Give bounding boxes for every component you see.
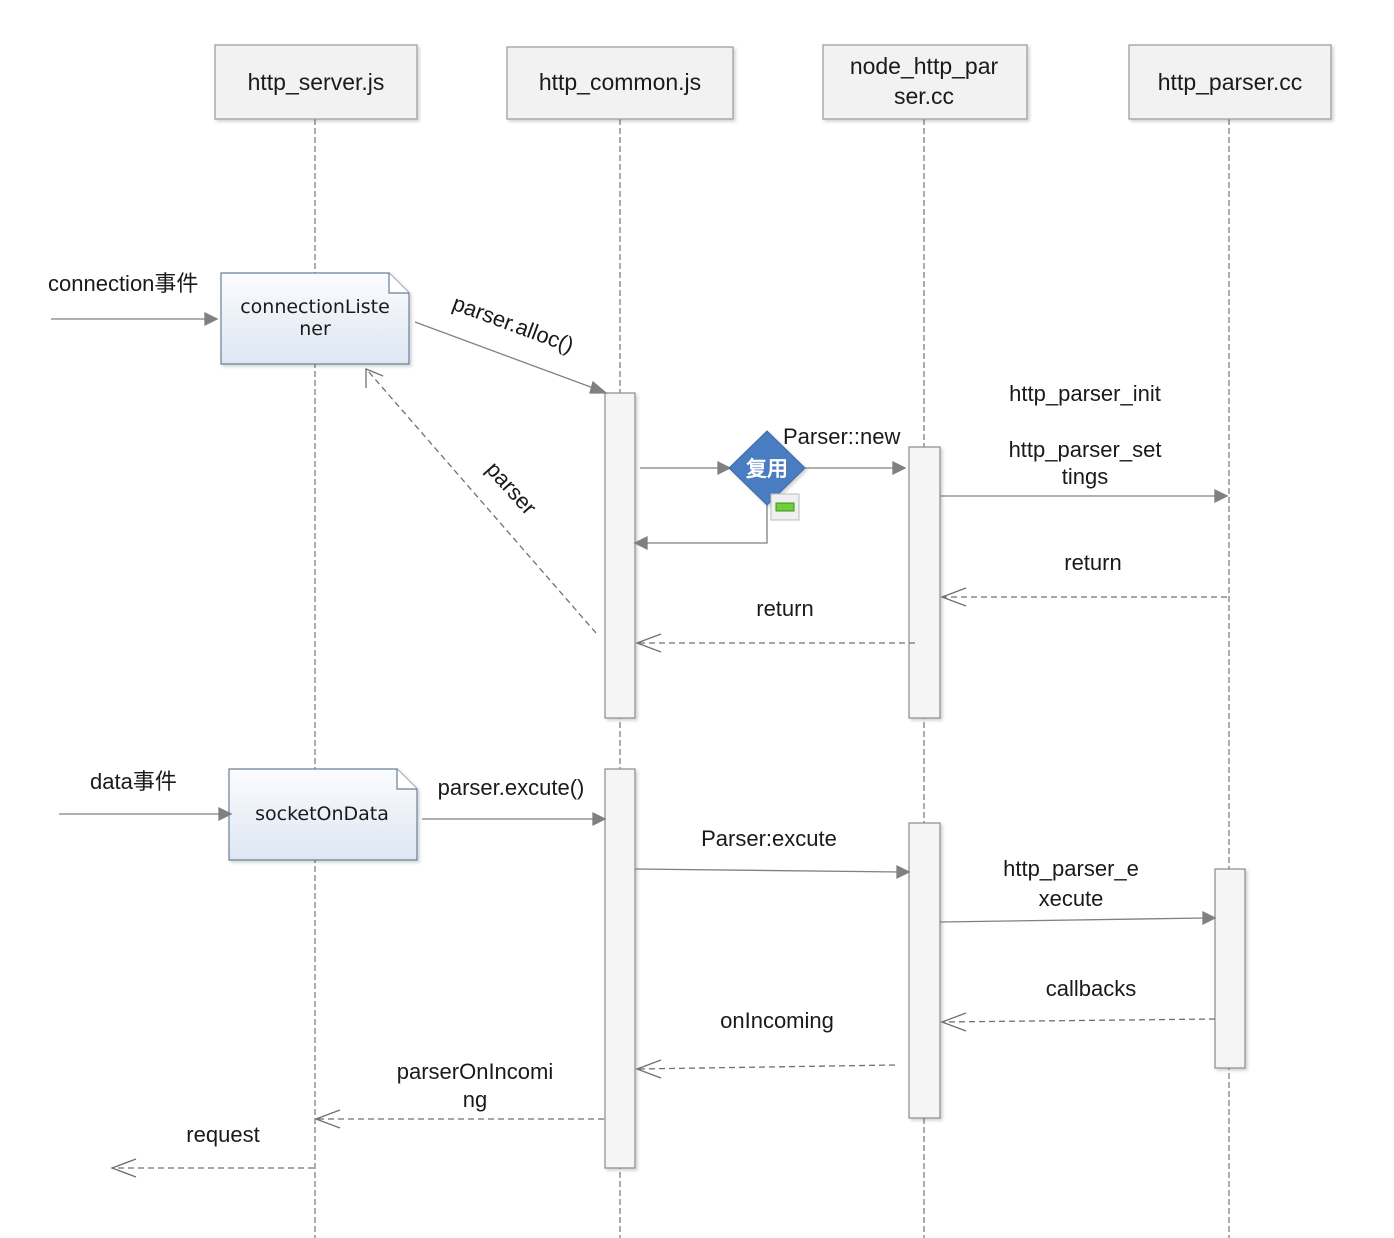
msg-http-parser-execute-line2: xecute — [1039, 886, 1104, 911]
header-common-label: http_common.js — [539, 69, 701, 95]
header-node-parser-line1: node_http_par — [850, 53, 999, 79]
arrow-http-parser-settings — [940, 488, 1229, 504]
msg-parser-return: parser — [481, 457, 541, 520]
event-data: data事件 — [90, 769, 177, 794]
activation-parser-cc[interactable] — [1214, 868, 1246, 1069]
msg-http-parser-init: http_parser_init — [1009, 381, 1161, 406]
msg-parser-alloc: parser.alloc() — [449, 290, 577, 358]
note-connection-listener-line2: ner — [299, 318, 331, 340]
decision-reuse[interactable]: 复用 — [728, 430, 806, 506]
lifeline-header-common[interactable]: http_common.js — [506, 46, 734, 120]
activation-bars — [604, 392, 1246, 1169]
msg-parser-excute-call: parser.excute() — [438, 775, 585, 800]
arrow-decision-reuse-back — [645, 505, 768, 544]
note-connection-listener-line1: connectionListe — [240, 296, 390, 318]
activation-common-2[interactable] — [604, 768, 636, 1169]
header-server-label: http_server.js — [248, 69, 385, 95]
activation-common-1[interactable] — [604, 392, 636, 719]
arrow-parser-on-incoming — [314, 1109, 604, 1129]
arrow-to-decision — [640, 460, 732, 476]
lifeline-header-parser-cc[interactable]: http_parser.cc — [1128, 44, 1332, 120]
solid-arrows — [51, 311, 1229, 926]
arrow-parser-excute-call — [422, 811, 607, 827]
arrow-parser-alloc — [414, 321, 608, 394]
msg-request: request — [186, 1122, 259, 1147]
msg-parser-excute: Parser:excute — [701, 826, 837, 851]
arrow-return-node — [635, 633, 915, 653]
note-socket-on-data[interactable]: socketOnData — [228, 768, 418, 861]
arrow-return-cc — [940, 587, 1227, 607]
msg-parser-on-incoming-line2: ng — [463, 1087, 487, 1112]
msg-on-incoming: onIncoming — [720, 1008, 834, 1033]
note-socket-on-data-label: socketOnData — [255, 803, 389, 825]
arrow-callbacks — [940, 1012, 1216, 1032]
msg-return-node: return — [756, 596, 813, 621]
lifeline-header-node-parser[interactable]: node_http_par ser.cc — [822, 44, 1028, 120]
msg-http-parser-settings-line1: http_parser_set — [1009, 437, 1162, 462]
note-connection-listener[interactable]: connectionListe ner — [220, 272, 410, 365]
arrow-request — [110, 1158, 314, 1178]
msg-callbacks: callbacks — [1046, 976, 1136, 1001]
arrow-on-incoming — [635, 1059, 896, 1079]
activation-node-parser-1[interactable] — [908, 446, 941, 719]
dashed-arrows — [110, 368, 1227, 1178]
collapse-marker-icon[interactable] — [770, 493, 800, 521]
msg-return-cc: return — [1064, 550, 1121, 575]
arrow-parser-return — [365, 368, 597, 634]
header-parser-cc-label: http_parser.cc — [1158, 69, 1302, 95]
arrowhead-decision-reuse-back — [633, 535, 648, 551]
msg-parser-on-incoming-line1: parserOnIncomi — [397, 1059, 554, 1084]
msg-http-parser-execute-line1: http_parser_e — [1003, 856, 1139, 881]
header-node-parser-line2: ser.cc — [894, 83, 954, 109]
lifeline-header-server[interactable]: http_server.js — [214, 44, 418, 120]
decision-reuse-label: 复用 — [745, 457, 788, 481]
arrow-data-event — [59, 806, 233, 822]
event-connection: connection事件 — [48, 271, 198, 296]
arrow-parser-excute — [634, 864, 911, 880]
activation-node-parser-2[interactable] — [908, 822, 941, 1119]
arrow-http-parser-execute — [939, 910, 1217, 926]
msg-parser-new: Parser::new — [783, 424, 900, 449]
msg-http-parser-settings-line2: tings — [1062, 464, 1108, 489]
arrow-connection-event — [51, 311, 219, 327]
arrow-parser-new — [804, 460, 907, 476]
